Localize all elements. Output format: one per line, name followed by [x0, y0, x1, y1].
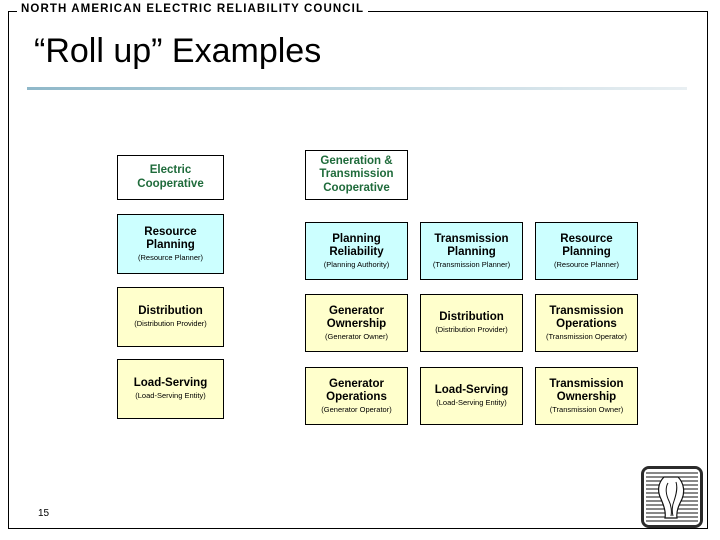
box-title: Transmission Operations: [549, 305, 623, 331]
box-title: Load-Serving: [134, 377, 207, 390]
box-generator-operations: Generator Operations (Generator Operator…: [305, 367, 408, 425]
box-subtitle: (Resource Planner): [137, 252, 204, 262]
box-title-line: Planning: [146, 238, 195, 251]
box-subtitle: (Transmission Operator): [546, 331, 627, 341]
box-subtitle: (Load-Serving Entity): [135, 392, 205, 400]
box-transmission-operations: Transmission Operations (Transmission Op…: [535, 294, 638, 352]
box-title-line: Resource: [144, 225, 197, 238]
box-title: Distribution: [138, 305, 203, 318]
box-title: Transmission Planning: [434, 233, 508, 259]
box-subtitle: (Generator Operator): [321, 404, 392, 414]
heading-electric-cooperative: Electric Cooperative: [117, 155, 224, 200]
box-distribution-gt: Distribution (Distribution Provider): [420, 294, 523, 352]
heading-electric-cooperative-text: Electric Cooperative: [137, 164, 203, 190]
box-transmission-ownership: Transmission Ownership (Transmission Own…: [535, 367, 638, 425]
heading-line: Cooperative: [323, 181, 390, 194]
box-load-serving-ec: Load-Serving (Load-Serving Entity): [117, 359, 224, 419]
heading-line: Generation &: [320, 155, 393, 168]
box-title-line: Ownership: [326, 317, 387, 330]
page-title: “Roll up” Examples: [34, 32, 322, 70]
box-title: Transmission Ownership: [549, 378, 623, 404]
box-title-line: Planning: [332, 232, 381, 245]
box-resource-planning-gt: Resource Planning (Resource Planner): [535, 222, 638, 280]
box-title: Generator Ownership: [327, 305, 386, 331]
title-divider: [27, 87, 687, 90]
box-title-line: Distribution: [439, 311, 504, 324]
box-title-line: Operations: [556, 317, 617, 330]
box-title-line: Load-Serving: [434, 384, 509, 397]
box-subtitle: (Transmission Planner): [432, 259, 511, 269]
nerc-logo-artwork: [644, 469, 700, 525]
box-subtitle: (Resource Planner): [553, 259, 620, 269]
box-title-line: Generator: [329, 377, 384, 390]
box-transmission-planning: Transmission Planning (Transmission Plan…: [420, 222, 523, 280]
box-subtitle: (Distribution Provider): [134, 319, 207, 329]
box-subtitle: (Distribution Provider): [435, 325, 508, 335]
box-title-line: Reliability: [329, 245, 384, 258]
box-title-line: Load-Serving: [133, 377, 208, 390]
heading-line: Electric: [149, 164, 192, 177]
heading-line: Transmission: [319, 168, 394, 181]
box-title-line: Planning: [447, 245, 496, 258]
box-title: Resource Planning: [144, 226, 196, 252]
box-title: Planning Reliability: [329, 233, 383, 259]
heading-gt-cooperative-text: Generation & Transmission Cooperative: [319, 155, 393, 195]
box-title-line: Resource: [560, 232, 613, 245]
box-title-line: Distribution: [138, 305, 203, 318]
box-title: Resource Planning: [560, 233, 612, 259]
box-subtitle: (Generator Owner): [325, 331, 388, 341]
box-title-line: Ownership: [556, 390, 617, 403]
box-title: Load-Serving: [435, 384, 508, 397]
organization-header-label: NORTH AMERICAN ELECTRIC RELIABILITY COUN…: [17, 3, 369, 15]
box-resource-planning-ec: Resource Planning (Resource Planner): [117, 214, 224, 274]
box-title-line: Transmission: [549, 377, 624, 390]
slide-number: 15: [38, 508, 50, 519]
box-generator-ownership: Generator Ownership (Generator Owner): [305, 294, 408, 352]
box-title-line: Transmission: [549, 304, 624, 317]
nerc-logo-icon: [641, 466, 703, 528]
box-title-line: Generator: [329, 304, 384, 317]
box-load-serving-gt: Load-Serving (Load-Serving Entity): [420, 367, 523, 425]
box-subtitle: (Transmission Owner): [549, 404, 624, 414]
box-title: Generator Operations: [326, 378, 387, 404]
box-subtitle: (Planning Authority): [323, 259, 390, 269]
box-title-line: Operations: [326, 390, 387, 403]
box-distribution-ec: Distribution (Distribution Provider): [117, 287, 224, 347]
box-planning-reliability: Planning Reliability (Planning Authority…: [305, 222, 408, 280]
box-title-line: Planning: [562, 245, 611, 258]
heading-line: Cooperative: [137, 177, 204, 190]
box-title: Distribution: [439, 311, 504, 324]
box-title-line: Transmission: [434, 232, 509, 245]
box-subtitle-text: (Load-Serving Entity): [135, 391, 206, 401]
box-subtitle: (Load-Serving Entity): [436, 398, 507, 408]
heading-generation-transmission-cooperative: Generation & Transmission Cooperative: [305, 150, 408, 200]
